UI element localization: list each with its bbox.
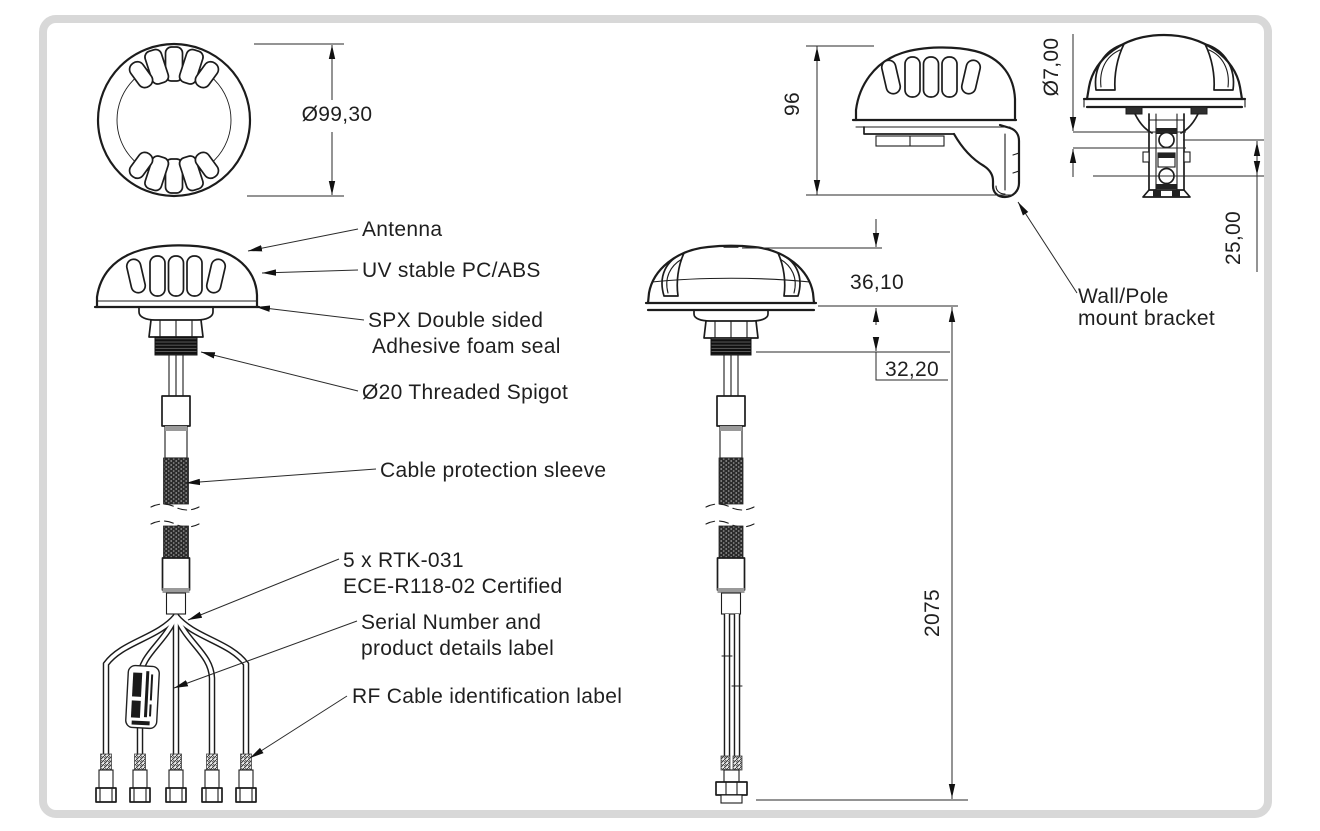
dome-wing-slots bbox=[1094, 43, 1235, 91]
dim-cable-length: 2075 bbox=[756, 307, 968, 801]
cable-protection-sleeve bbox=[163, 457, 189, 505]
page-frame bbox=[39, 15, 1272, 818]
callout-antenna-text: Antenna bbox=[362, 218, 442, 241]
dim-overall-diameter: Ø99,30 bbox=[247, 43, 373, 197]
callout-bracket-text-line2: mount bracket bbox=[1078, 307, 1215, 330]
top-view bbox=[96, 42, 252, 198]
threaded-spigot bbox=[154, 336, 198, 356]
dome-outline bbox=[95, 244, 259, 309]
rf-connectors bbox=[95, 753, 257, 803]
callout-rtk-text-line1: 5 x RTK-031 bbox=[343, 549, 464, 572]
cable-bundle bbox=[168, 354, 184, 397]
side-view-exploded bbox=[93, 244, 261, 803]
dim-hole-diameter-text: Ø7,00 bbox=[1040, 38, 1063, 97]
dim-spigot-section-text: 32,20 bbox=[885, 358, 939, 381]
dim-bracket-height: 96 bbox=[781, 45, 1012, 196]
callout-uv-text: UV stable PC/ABS bbox=[362, 259, 541, 282]
cable-protection-sleeve bbox=[718, 457, 744, 505]
callout-sleeve-text: Cable protection sleeve bbox=[380, 459, 606, 482]
dim-cable-length-text: 2075 bbox=[921, 589, 944, 637]
top-view-vent-slots bbox=[128, 46, 220, 194]
dome-outline bbox=[854, 46, 1017, 122]
dome-vent-slots bbox=[880, 56, 982, 98]
callout-bracket: Wall/Pole mount bracket bbox=[1017, 201, 1215, 330]
dim-hole-diameter: Ø7,00 bbox=[1040, 34, 1186, 177]
dome-wing-slots bbox=[661, 252, 801, 297]
callout-spigot-text: Ø20 Threaded Spigot bbox=[362, 381, 568, 404]
callout-spx-text-line2: Adhesive foam seal bbox=[372, 335, 561, 358]
callout-serial-text-line2: product details label bbox=[361, 637, 554, 660]
callout-rf-text: RF Cable identification label bbox=[352, 685, 622, 708]
rf-connector bbox=[715, 755, 748, 804]
dim-spigot-section: 32,20 bbox=[756, 337, 950, 381]
dim-dome-height-text: 36,10 bbox=[850, 271, 904, 294]
dim-hole-spacing: 25,00 bbox=[1093, 139, 1264, 272]
dim-bracket-height-text: 96 bbox=[781, 92, 804, 116]
threaded-spigot bbox=[710, 337, 752, 356]
cable-pair bbox=[721, 614, 743, 756]
dome-outline bbox=[646, 244, 816, 305]
dim-overall-diameter-text: Ø99,30 bbox=[302, 103, 373, 126]
callouts: Antenna UV stable PC/ABS SPX Double side… bbox=[173, 218, 622, 759]
callout-rtk-text-line2: ECE-R118-02 Certified bbox=[343, 575, 563, 598]
callout-spx-text-line1: SPX Double sided bbox=[368, 309, 543, 332]
front-view-dimensioned bbox=[644, 244, 818, 804]
serial-number-label bbox=[125, 664, 160, 730]
dim-dome-height: 36,10 bbox=[742, 219, 958, 325]
callout-serial-text-line1: Serial Number and bbox=[361, 611, 541, 634]
dome-vent-slots bbox=[125, 255, 227, 297]
dim-hole-spacing-text: 25,00 bbox=[1222, 211, 1245, 265]
callout-bracket-text-line1: Wall/Pole bbox=[1078, 285, 1169, 308]
front-view-bracket bbox=[1082, 33, 1247, 198]
